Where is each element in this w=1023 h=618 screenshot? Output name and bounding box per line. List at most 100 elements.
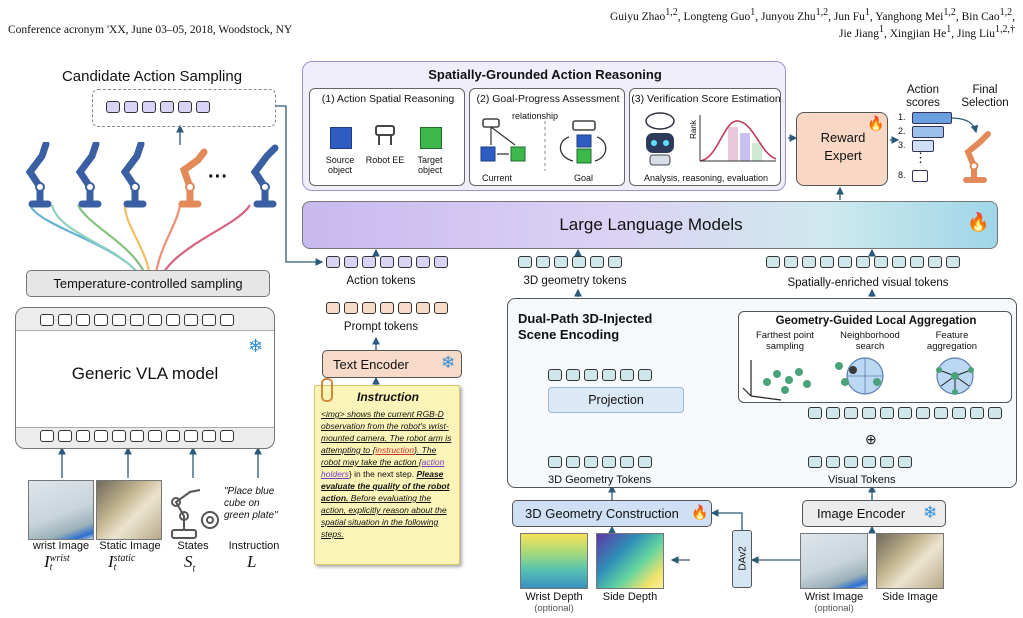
wrist-depth-map — [520, 533, 588, 589]
p1-robot-label: Robot EE — [365, 155, 405, 165]
static-image-photo — [96, 480, 162, 540]
p3-title: (3) Verification Score Estimation — [631, 93, 781, 105]
authors-line-2: Jie Jiang1, Xingjian He1, Jing Liu1,2,† — [839, 24, 1015, 40]
candidate-token — [196, 101, 210, 113]
vla-output-token — [94, 314, 108, 326]
p2-current: Current — [482, 173, 513, 183]
vla-output-token — [220, 314, 234, 326]
visual-token — [928, 256, 942, 268]
action-spatial-reasoning-panel: (1) Action Spatial Reasoning Source obje… — [309, 88, 465, 186]
candidate-token — [178, 101, 192, 113]
visual-input-token — [808, 456, 822, 468]
llm-label: Large Language Models — [559, 215, 743, 234]
geometry-token — [554, 256, 568, 268]
p3-caption: Analysis, reasoning, evaluation — [643, 173, 769, 183]
projection-label: Projection — [588, 393, 644, 407]
action-token — [416, 256, 430, 268]
geo-token — [548, 456, 562, 468]
p2-title: (2) Goal-Progress Assessment — [476, 93, 620, 105]
geo-token-row — [548, 456, 656, 468]
vla-output-token — [76, 314, 90, 326]
vla-input-token — [220, 430, 234, 442]
vla-output-token — [112, 314, 126, 326]
reward-expert-label: Reward Expert — [820, 130, 866, 163]
action-scores-title: Action scores — [906, 84, 940, 109]
prompt-token — [434, 302, 448, 314]
snowflake-icon: ❄ — [923, 503, 938, 522]
action-token — [326, 256, 340, 268]
candidate-token — [142, 101, 156, 113]
p3-rank: Rank — [688, 120, 698, 139]
instruction-card-body: <img> shows the current RGB-D observatio… — [321, 409, 452, 539]
candidate-token — [124, 101, 138, 113]
side-depth-map — [596, 533, 664, 589]
dav2-label: DAv2 — [737, 546, 749, 571]
temperature-sampling-box: Temperature-controlled sampling — [26, 270, 270, 297]
geometry-construction-box: 3D Geometry Construction 🔥 — [512, 500, 712, 527]
vla-input-token — [184, 430, 198, 442]
geometry-construction-label: 3D Geometry Construction — [525, 506, 679, 521]
ggla-item-fps: Farthest point sampling — [755, 330, 815, 352]
vla-input-token — [76, 430, 90, 442]
vla-output-token — [166, 314, 180, 326]
fused-token — [934, 407, 948, 419]
fused-token-row — [808, 407, 1006, 419]
geometry-token — [608, 256, 622, 268]
visual-token-input-row — [808, 456, 916, 468]
more-samples-dots: ··· — [208, 166, 228, 188]
prompt-token — [344, 302, 358, 314]
reasoning-title: Spatially-Grounded Action Reasoning — [428, 67, 662, 82]
source-object-icon — [330, 127, 352, 149]
action-tokens-label: Action tokens — [346, 275, 416, 287]
fusion-plus-icon: ⊕ — [865, 431, 877, 447]
vla-input-token — [94, 430, 108, 442]
visual-token — [820, 256, 834, 268]
geo-token — [566, 456, 580, 468]
fused-token — [970, 407, 984, 419]
visual-input-token — [844, 456, 858, 468]
geo-tokens-label: 3D Geometry Tokens — [548, 474, 652, 486]
robot-states-icon — [171, 489, 219, 539]
p2-relationship: relationship — [512, 111, 559, 121]
side-image-label: Side Image — [882, 591, 938, 603]
rank-distribution-chart — [699, 115, 777, 162]
wrist-image-photo — [28, 480, 94, 540]
rank-label-3: 3. — [898, 140, 906, 150]
ggla-item-neighborhood: Neighborhood search — [840, 330, 900, 352]
dual-path-encoding-panel: Dual-Path 3D-Injected Scene Encoding Pro… — [507, 298, 1017, 488]
geometry-token — [590, 256, 604, 268]
action-token — [344, 256, 358, 268]
projection-box: Projection — [548, 387, 684, 413]
visual-token — [766, 256, 780, 268]
p2-goal: Goal — [574, 173, 594, 183]
wrist-depth-optional: (optional) — [534, 603, 574, 614]
snowflake-icon: ❄ — [441, 353, 456, 372]
fused-token — [952, 407, 966, 419]
visual-tokens-inner-label: Visual Tokens — [828, 474, 896, 486]
rank-label-2: 2. — [898, 126, 906, 136]
action-token — [434, 256, 448, 268]
geometry-token — [536, 256, 550, 268]
vla-output-token — [58, 314, 72, 326]
geo-token — [620, 456, 634, 468]
conference-line: Conference acronym 'XX, June 03–05, 2018… — [8, 24, 293, 36]
p1-target-label: Target object — [417, 155, 443, 175]
candidate-token — [106, 101, 120, 113]
prompt-token — [416, 302, 430, 314]
visual-token — [838, 256, 852, 268]
score-vdots: ⋮ — [914, 150, 927, 165]
wrist-image-bottom — [800, 533, 868, 589]
geometry-token-row — [518, 256, 626, 268]
robot-brain-icon — [645, 112, 675, 166]
rank-label-1: 1. — [898, 112, 906, 122]
reasoning-panel: Spatially-Grounded Action Reasoning (1) … — [302, 61, 786, 191]
visual-token — [874, 256, 888, 268]
prompt-token — [398, 302, 412, 314]
projected-token — [566, 369, 580, 381]
vla-model-label: Generic VLA model — [71, 364, 219, 383]
prompt-tokens-label: Prompt tokens — [343, 321, 419, 333]
action-token — [380, 256, 394, 268]
temperature-sampling-label: Temperature-controlled sampling — [53, 276, 243, 291]
fused-token — [844, 407, 858, 419]
